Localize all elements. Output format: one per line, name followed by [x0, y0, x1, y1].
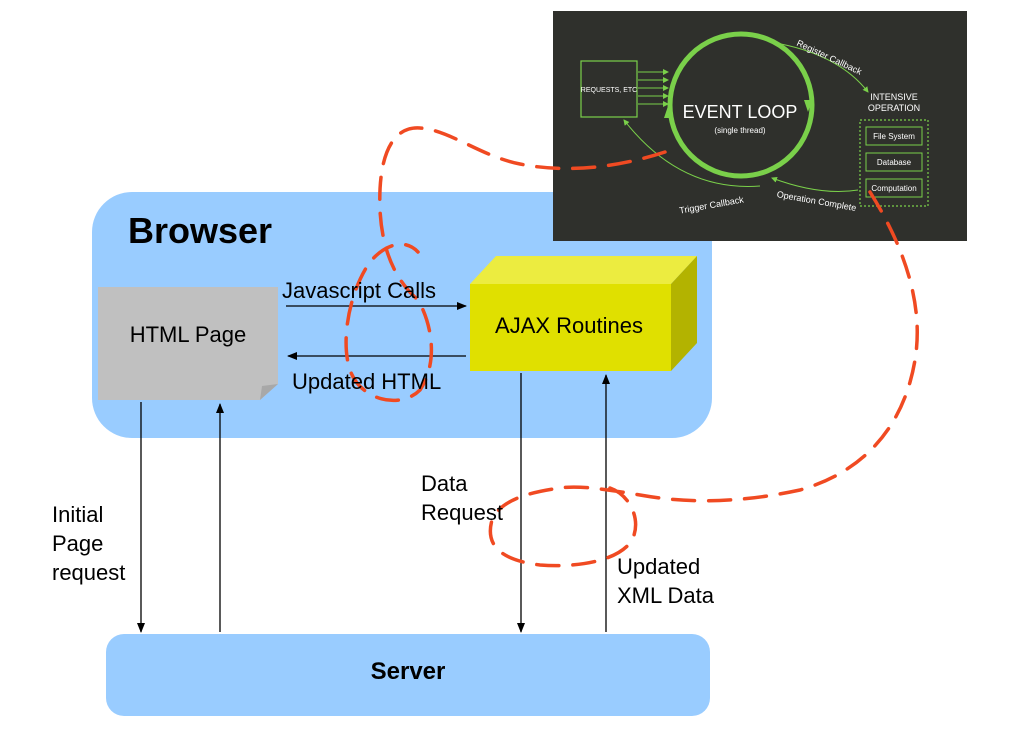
event-loop-circle	[667, 31, 815, 179]
requests-box	[580, 60, 638, 118]
intensive-label-2: OPERATION	[868, 103, 920, 113]
event-loop-panel	[553, 11, 967, 241]
data-request-label: Data Request	[421, 469, 503, 527]
initial-request-line-2: Page	[52, 531, 104, 556]
server-panel	[106, 634, 710, 716]
event-loop-drawing: REQUESTS, ETC EVENT LOOP (single thread)…	[580, 31, 929, 216]
updated-xml-line-1: Updated	[617, 554, 701, 579]
initial-request-line-1: Initial	[52, 502, 104, 527]
data-request-line-1: Data	[421, 471, 468, 496]
initial-request-line-3: request	[52, 560, 126, 585]
event-loop-subtitle: (single thread)	[714, 126, 765, 135]
ajax-routines-label: AJAX Routines	[495, 313, 643, 338]
requests-label: REQUESTS, ETC	[581, 87, 637, 94]
intensive-label-1: INTENSIVE	[870, 92, 918, 102]
trigger-callback-label: Trigger Callback	[679, 194, 745, 215]
updated-xml-label: Updated XML Data	[617, 552, 714, 610]
intensive-operation-box	[859, 119, 929, 207]
html-page-shape	[98, 287, 278, 400]
op-file-system-label: File System	[873, 132, 915, 141]
operation-complete-label: Operation Complete	[776, 189, 857, 213]
html-page-label: HTML Page	[129, 322, 247, 347]
initial-request-label: Initial Page request	[52, 500, 125, 587]
updated-xml-line-2: XML Data	[617, 583, 715, 608]
op-computation-label: Computation	[871, 184, 916, 193]
ajax-box-shape	[470, 256, 697, 371]
op-file-system-box	[865, 126, 923, 146]
data-request-line-2: Request	[421, 500, 503, 525]
server-title: Server	[370, 658, 446, 685]
op-database-label: Database	[877, 158, 912, 167]
updated-html-label: Updated HTML	[292, 369, 442, 394]
red-dashed-annotation	[344, 126, 919, 568]
op-computation-box	[865, 178, 923, 198]
browser-title: Browser	[128, 210, 273, 251]
javascript-calls-label: Javascript Calls	[282, 278, 437, 303]
op-database-box	[865, 152, 923, 172]
event-loop-title: EVENT LOOP	[683, 102, 798, 122]
